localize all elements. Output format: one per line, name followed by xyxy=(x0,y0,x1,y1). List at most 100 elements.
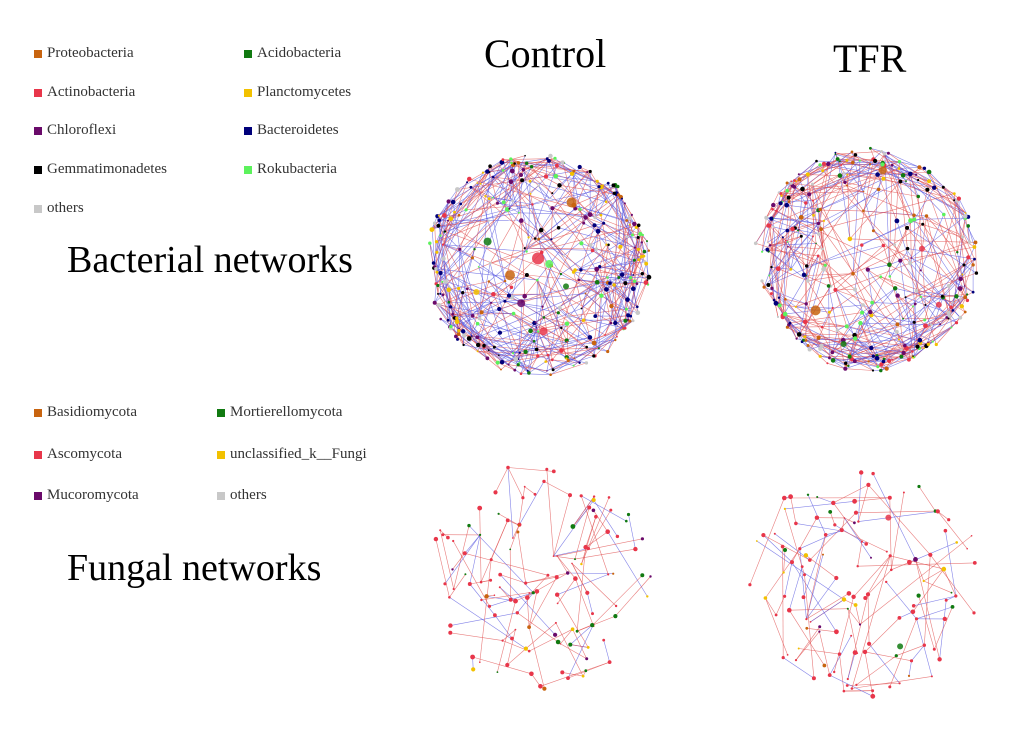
network-node xyxy=(961,273,964,276)
network-node xyxy=(807,192,812,197)
network-node xyxy=(940,294,944,298)
network-node xyxy=(517,524,521,527)
network-edge xyxy=(530,330,568,343)
network-edge xyxy=(452,249,475,315)
network-node xyxy=(554,621,557,624)
network-node xyxy=(753,241,758,246)
network-edge xyxy=(562,672,584,677)
network-node xyxy=(826,362,829,365)
network-node xyxy=(625,219,629,222)
network-node xyxy=(869,146,872,150)
network-edge xyxy=(829,511,836,526)
network-edge xyxy=(911,645,925,661)
network-node xyxy=(797,173,800,176)
network-node xyxy=(805,278,810,283)
network-node xyxy=(646,240,648,243)
legend-item-unclassified-fungi: unclassified_k__Fungi xyxy=(217,446,367,463)
network-edge xyxy=(889,264,966,313)
network-edge xyxy=(853,555,891,597)
legend-swatch xyxy=(217,450,225,459)
network-node xyxy=(891,358,894,361)
network-node xyxy=(780,194,783,197)
network-edge xyxy=(790,236,814,270)
network-edge xyxy=(481,580,491,583)
network-edge xyxy=(789,610,825,666)
legend-label: Bacteroidetes xyxy=(257,122,339,138)
network-edge xyxy=(525,576,557,584)
network-edge xyxy=(915,559,924,582)
network-node xyxy=(505,518,510,523)
network-edge xyxy=(772,218,780,306)
network-node xyxy=(943,528,948,533)
network-node xyxy=(631,286,636,291)
network-node xyxy=(867,641,872,646)
network-node xyxy=(564,321,570,326)
network-node xyxy=(553,632,558,637)
network-node xyxy=(816,335,821,340)
network-node xyxy=(447,300,451,304)
network-node xyxy=(441,533,445,537)
network-node xyxy=(605,529,610,534)
network-edge xyxy=(559,185,596,218)
network-node xyxy=(535,326,538,329)
network-node xyxy=(801,272,807,277)
network-edge xyxy=(463,337,478,346)
network-node xyxy=(630,213,633,217)
network-edge xyxy=(480,520,508,583)
network-node xyxy=(950,326,953,329)
network-node xyxy=(550,206,555,211)
network-node xyxy=(959,297,962,300)
network-edge xyxy=(775,596,785,616)
network-node xyxy=(964,285,966,287)
network-edge xyxy=(807,340,844,346)
network-node xyxy=(912,217,917,222)
network-node xyxy=(434,267,438,271)
network-edge xyxy=(436,174,522,242)
network-node xyxy=(783,548,787,552)
network-node xyxy=(549,197,551,200)
legend-swatch xyxy=(34,408,42,417)
network-node xyxy=(851,594,856,599)
network-node xyxy=(429,227,435,232)
network-node xyxy=(462,343,465,347)
network-edge xyxy=(769,168,900,226)
network-node xyxy=(803,553,809,558)
network-node xyxy=(489,578,493,582)
network-edges xyxy=(435,467,651,689)
network-edge xyxy=(567,624,594,679)
network-node xyxy=(459,202,463,206)
network-edge xyxy=(916,618,933,677)
network-edge xyxy=(795,262,911,308)
network-edge xyxy=(844,182,879,190)
legend-label: Mucoromycota xyxy=(47,487,139,503)
network-edge xyxy=(889,251,908,277)
network-node xyxy=(487,219,490,222)
network-node xyxy=(880,150,883,153)
network-edge xyxy=(492,176,574,273)
network-edge xyxy=(531,166,591,172)
network-edge xyxy=(848,349,902,356)
network-node xyxy=(837,173,843,178)
network-node xyxy=(897,616,902,620)
network-edge xyxy=(550,265,602,296)
network-edge xyxy=(849,181,901,240)
network-node xyxy=(911,604,916,608)
network-edge xyxy=(920,214,945,271)
network-edge xyxy=(813,163,829,216)
network-node xyxy=(954,594,958,598)
network-node xyxy=(821,247,824,251)
network-edge xyxy=(575,578,594,627)
network-edge xyxy=(529,628,573,652)
legend-swatch xyxy=(244,88,252,97)
network-node xyxy=(487,280,491,283)
network-node xyxy=(748,583,752,587)
network-node xyxy=(593,314,598,318)
network-edge xyxy=(474,196,486,250)
network-node xyxy=(834,629,839,635)
network-node xyxy=(479,182,482,185)
network-edge xyxy=(867,269,904,319)
legend-item-actinobacteria: Actinobacteria xyxy=(34,84,135,101)
legend-label: Mortierellomycota xyxy=(230,404,343,420)
network-edge xyxy=(799,548,807,620)
network-node xyxy=(782,495,787,501)
